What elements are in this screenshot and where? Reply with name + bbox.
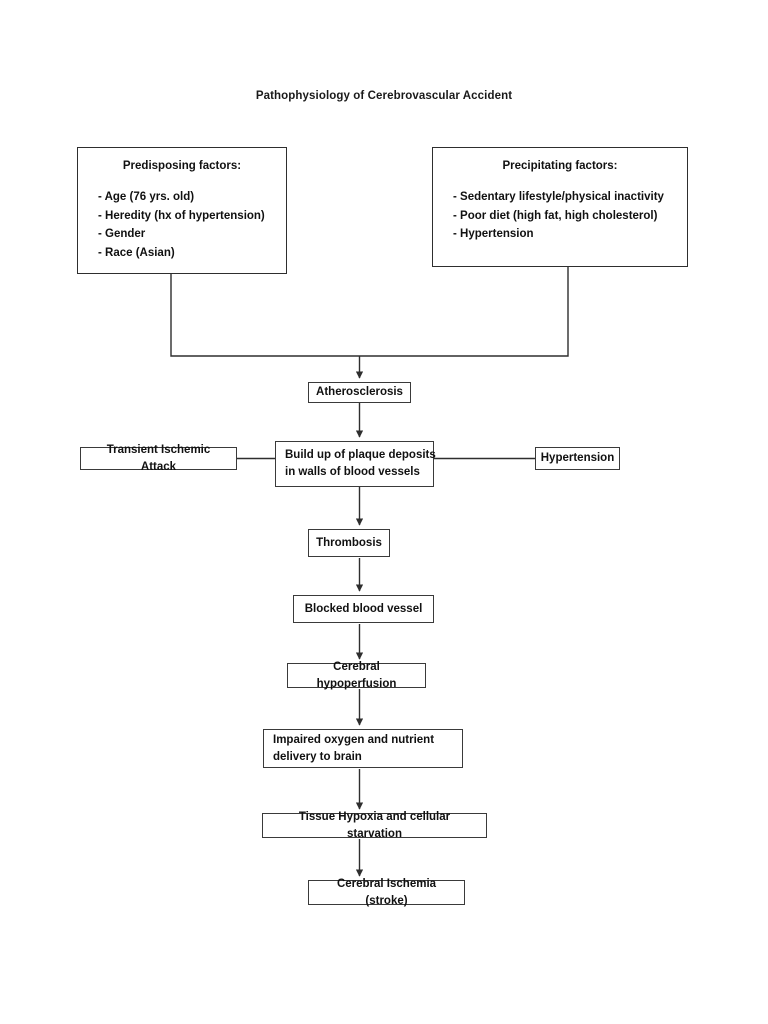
node-label: Blocked blood vessel [304,602,423,615]
node-blocked-blood-vessel: Blocked blood vessel [293,595,434,623]
node-cerebral-hypoperfusion: Cerebral hypoperfusion [287,661,426,690]
node-label-line-2: delivery to brain [273,750,362,763]
node-label: Cerebral Ischemia (stroke) [336,877,437,907]
node-transient-ischemic-attack: Transient Ischemic Attack [80,444,237,473]
node-label: Atherosclerosis [316,386,403,399]
node-label-line-1: Impaired oxygen and nutrient [273,733,435,746]
node-label-line-1: Build up of plaque deposits [285,449,436,462]
page-title: Pathophysiology of Cerebrovascular Accid… [255,90,513,102]
list-item: - Poor diet (high fat, high cholesterol) [453,209,658,222]
node-cerebral-ischemia: Cerebral Ischemia (stroke) [308,878,465,907]
precipitating-factors-heading: Precipitating factors: [502,160,618,172]
node-thrombosis: Thrombosis [308,529,390,557]
node-label: Hypertension [540,452,615,465]
node-plaque-buildup: Build up of plaque deposits in walls of … [275,441,436,487]
precipitating-factors-panel: Precipitating factors: - Sedentary lifes… [432,147,688,267]
predisposing-factors-list: - Age (76 yrs. old) - Heredity (hx of hy… [92,188,272,263]
node-impaired-oxygen-delivery: Impaired oxygen and nutrient delivery to… [263,729,463,768]
node-label: Cerebral hypoperfusion [316,660,397,690]
node-label: Transient Ischemic Attack [106,443,211,473]
list-item: - Heredity (hx of hypertension) [98,209,265,222]
node-label-line-2: in walls of blood vessels [285,466,420,478]
list-item: - Race (Asian) [98,246,175,259]
list-item: - Hypertension [453,228,534,241]
node-tissue-hypoxia: Tissue Hypoxia and cellular starvation [262,811,487,840]
node-label: Thrombosis [316,536,382,549]
list-item: - Age (76 yrs. old) [98,191,195,203]
predisposing-factors-heading: Predisposing factors: [122,160,242,172]
predisposing-factors-panel: Predisposing factors: - Age (76 yrs. old… [77,147,287,274]
list-item: - Sedentary lifestyle/physical inactivit… [453,191,664,203]
precipitating-factors-list: - Sedentary lifestyle/physical inactivit… [447,188,673,244]
node-atherosclerosis: Atherosclerosis [308,382,411,403]
node-label: Tissue Hypoxia and cellular starvation [298,810,451,840]
list-item: - Gender [98,228,146,241]
node-hypertension: Hypertension [535,447,620,470]
